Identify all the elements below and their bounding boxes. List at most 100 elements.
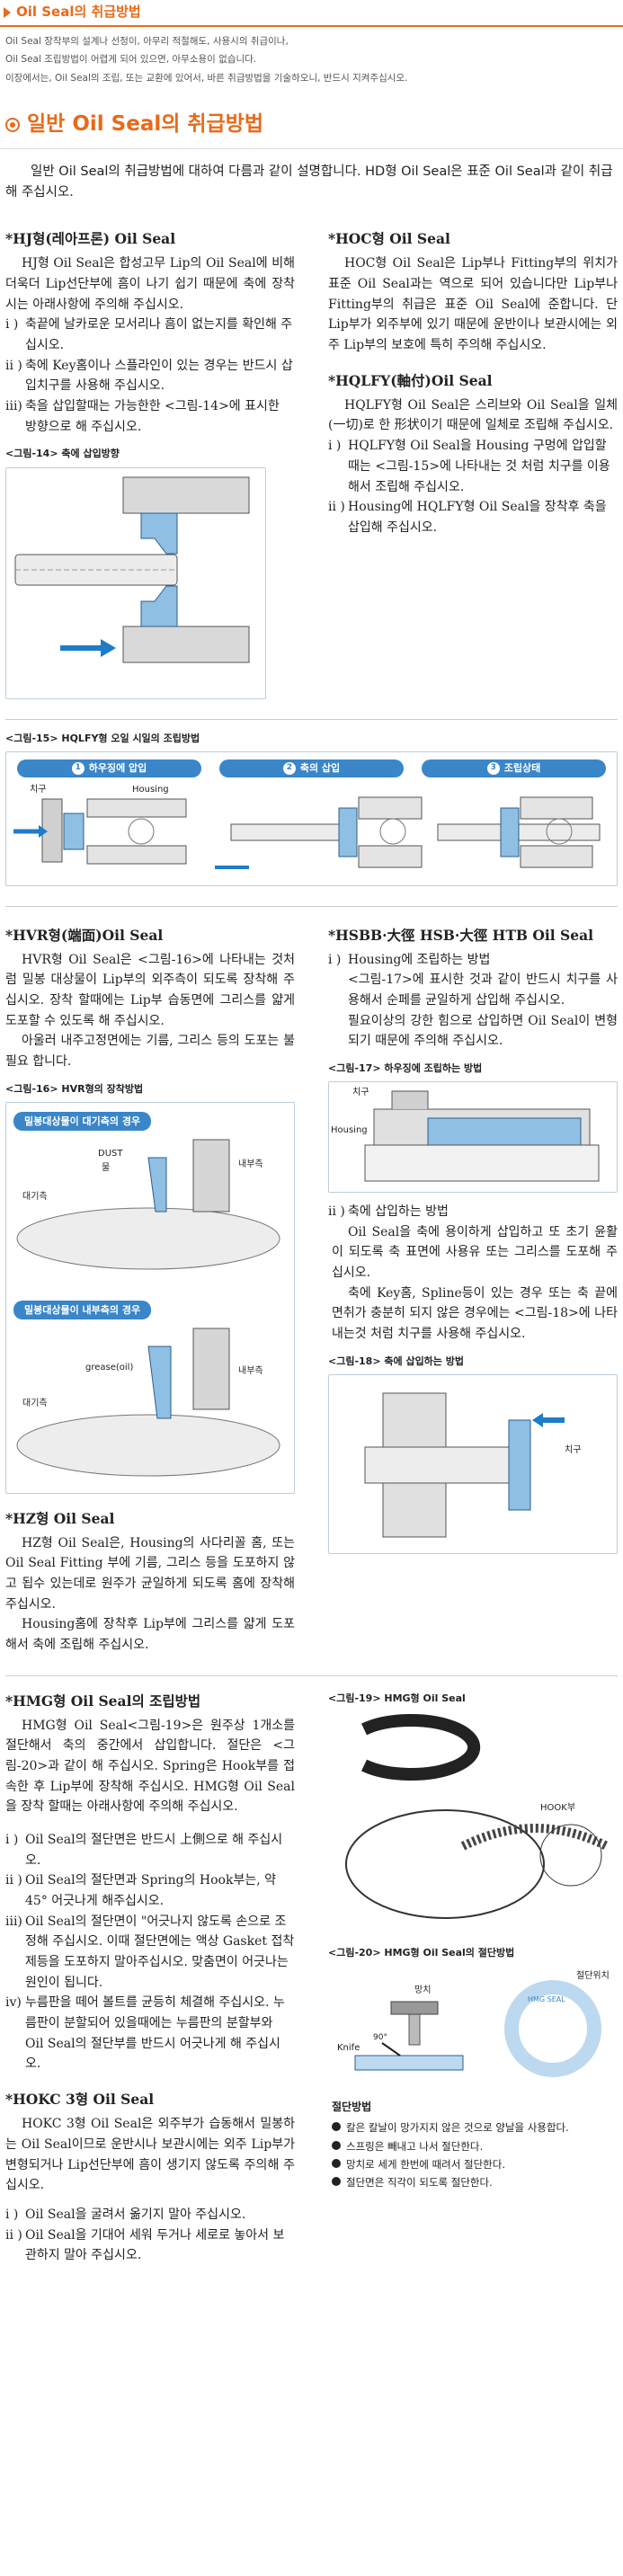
header-line: Oil Seal 장착부의 설계나 선정이, 아무리 적절해도, 사용시의 취급… [5, 36, 289, 47]
label-housing: Housing [331, 1125, 368, 1135]
list-item: iii)축을 삽입할때는 가능한한 <그림-14>에 표시한 방향으로 해 주십… [5, 399, 280, 434]
label-water: 물 [102, 1162, 110, 1173]
method-item: 망치로 세게 한번에 때려서 절단한다. [332, 2155, 618, 2173]
right-column: *HOC형 Oil Seal HOC형 Oil Seal은 Lip부나 Fitt… [328, 214, 618, 698]
figure-17-caption: <그림-17> 하우징에 조립하는 방법 [328, 1061, 483, 1074]
figure-18-drawing: 치구 [364, 1392, 581, 1538]
hsbb-item-2: ii )축에 삽입하는 방법 [328, 1204, 449, 1219]
method-item: 스프링은 빼내고 나서 절단한다. [332, 2137, 618, 2155]
list-item: i )Oil Seal의 절단면은 반드시 上側으로 해 주십시오. [5, 1833, 283, 1868]
section-body-hvr: HVR형 Oil Seal은 <그림-16>에 나타내는 것처럼 밀봉 대상물이… [5, 952, 295, 1028]
label-inside: 내부측 [238, 1365, 263, 1376]
list-item: ii )Oil Seal을 기대어 세워 두거나 세로로 놓아서 보관하지 말아… [5, 2227, 285, 2263]
figure-15-drawing: 치구 Housing [13, 784, 601, 869]
list-item: i )HQLFY형 Oil Seal을 Housing 구멍에 압입할때는 <그… [328, 439, 610, 494]
section-body-hokc: HOKC 3형 Oil Seal은 외주부가 습동해서 밀봉하는 Oil Sea… [5, 2117, 295, 2193]
section-title-hsbb: *HSBB·大徑 HSB·大徑 HTB Oil Seal [328, 926, 594, 944]
figure-14-insertion-direction [5, 466, 266, 699]
label-atmos: 대기측 [22, 1398, 48, 1408]
hsbb-item-1: i )Housing에 조립하는 방법 [328, 952, 491, 967]
figure-15-caption: <그림-15> HQLFY형 오일 시일의 조립방법 [5, 732, 200, 744]
circle-bullet-icon [5, 118, 20, 133]
section-body-hvr-2: 아울러 내주고정면에는 기름, 그리스 등의 도포는 불필요 합니다. [5, 1034, 295, 1069]
method-item: 칼은 칼날이 망가지지 않은 것으로 양날을 사용합다. [332, 2119, 618, 2136]
list-item: ii )Oil Seal의 절단면과 Spring의 Hook부는, 약45° … [5, 1873, 277, 1909]
figure-19-panel: HOOK부 [328, 1711, 618, 1927]
hqlfy-list: i )HQLFY형 Oil Seal을 Housing 구멍에 압입할때는 <그… [328, 436, 618, 537]
figure-17-panel: 치구 Housing [328, 1081, 618, 1193]
method-list: 칼은 칼날이 망가지지 않은 것으로 양날을 사용합다. 스프링은 빼내고 나서… [328, 2119, 618, 2191]
label-inside: 내부측 [238, 1159, 263, 1169]
figure-18-panel: 치구 [328, 1373, 618, 1554]
method-title: 절단방법 [332, 2100, 372, 2113]
arrow-icon [4, 7, 11, 18]
main-title: 일반 Oil Seal의 취급방법 [0, 103, 623, 150]
section-title-hj: *HJ형(레아프론) Oil Seal [5, 230, 176, 248]
figure-20-caption: <그림-20> HMG형 Oil Seal의 절단방법 [328, 1946, 515, 1959]
left-column: *HMG형 Oil Seal의 조립방법 HMG형 Oil Seal<그림-19… [5, 1676, 295, 2266]
figure-16-lower-drawing: grease(oil) 내부측 대기측 [16, 1328, 280, 1477]
list-item: i )Oil Seal을 굴려서 옮기지 말아 주십시오. [5, 2207, 246, 2222]
intro-paragraph: 일반 Oil Seal의 취급방법에 대하여 다름과 같이 설명합니다. HD형… [5, 164, 613, 200]
block-3: *HMG형 Oil Seal의 조립방법 HMG형 Oil Seal<그림-19… [0, 1676, 623, 2266]
hokc-list: i )Oil Seal을 굴려서 옮기지 말아 주십시오. ii )Oil Se… [5, 2205, 295, 2266]
label-housing: Housing [132, 785, 169, 795]
hsbb-item-2-body: Oil Seal을 축에 용이하게 삽입하고 또 초기 윤활이 되도록 축 표면… [332, 1224, 618, 1281]
case-label: 밀봉대상물이 대기측의 경우 [13, 1111, 152, 1131]
label-grease: grease(oil) [85, 1363, 133, 1372]
figure-16-upper-drawing: DUST 물 내부측 대기측 [16, 1139, 280, 1270]
list-item: ii )축에 Key홈이나 스플라인이 있는 경우는 반드시 삽입치구를 사용해… [5, 358, 293, 394]
case-label: 밀봉대상물이 내부측의 경우 [13, 1301, 152, 1320]
header-bar: Oil Seal의 취급방법 [0, 0, 623, 27]
section-title-hqlfy: *HQLFY(軸付)Oil Seal [328, 371, 493, 389]
list-item: iii)Oil Seal의 절단면이 "어긋나지 않도록 손으로 조정해 주십시… [5, 1914, 295, 1990]
section-body-hmg: HMG형 Oil Seal<그림-19>은 원주상 1개소를 절단해서 축의 중… [5, 1718, 295, 1815]
divider [5, 1674, 618, 1676]
figure-16-panel: 밀봉대상물이 대기측의 경우 DUST 물 내부측 대기측 밀봉대상물이 내부측… [5, 1101, 295, 1494]
right-column: <그림-19> HMG형 Oil Seal HOOK부 <그림-20> HMG형… [328, 1676, 618, 2266]
section-title-hokc: *HOKC 3형 Oil Seal [5, 2091, 155, 2109]
list-item: i )축끝에 날카로운 모서리나 흠이 없는지를 확인해 주십시오. [5, 317, 293, 353]
hsbb-item-1-body-2: 필요이상의 강한 힘으로 삽입하면 Oil Seal이 변형되기 때문에 주의해… [348, 1013, 618, 1049]
label-hammer: 망치 [414, 1985, 431, 1995]
list-item: iv)누름판을 떼어 볼트를 균등히 체결해 주십시오. 누름판이 분할되어 있… [5, 1995, 285, 2072]
header-line: 이장에서는, Oil Seal의 조립, 또는 교환에 있어서, 바른 취급방법… [5, 72, 408, 84]
hmg-list: i )Oil Seal의 절단면은 반드시 上側으로 해 주십시오. ii )O… [5, 1830, 295, 2074]
label-jig: 치구 [30, 784, 46, 795]
hsbb-item-1-body: <그림-17>에 표시한 것과 같이 반드시 치구를 사용해서 순페를 균일하게… [348, 973, 618, 1008]
figure-20-drawing: HMG SEAL 절단위치 망치 Knife 90° [337, 1969, 610, 2077]
figure-14-caption: <그림-14> 축에 삽입방향 [5, 448, 120, 460]
block-2: *HVR형(端面)Oil Seal HVR형 Oil Seal은 <그림-16>… [0, 910, 623, 1656]
label-jig: 치구 [352, 1087, 369, 1097]
header-line: Oil Seal 조립방법이 어렵게 되어 있으면, 아무소용이 없습니다. [5, 54, 257, 66]
section-title-hoc: *HOC형 Oil Seal [328, 230, 450, 248]
list-item: ii )Housing에 HQLFY형 Oil Seal을 장착후 축을 삽입해… [328, 500, 607, 535]
label-dust: DUST [98, 1149, 123, 1159]
label-cut: 절단위치 [576, 1969, 610, 1981]
section-body-hz: HZ형 Oil Seal은, Housing의 사다리꼴 홈, 또는 Oil S… [5, 1535, 295, 1612]
figure-16-caption: <그림-16> HVR형의 장착방법 [5, 1082, 144, 1095]
divider [5, 905, 618, 907]
hsbb-item-2-body-2: 축에 Key홈, Spline등이 있는 경우 또는 축 끝에 면취가 충분히 … [332, 1285, 618, 1342]
divider [5, 718, 618, 720]
block-1: *HJ형(레아프론) Oil Seal HJ형 Oil Seal은 합성고무 L… [0, 214, 623, 699]
section-body-hqlfy: HQLFY형 Oil Seal은 스리브와 Oil Seal을 일체(一切)로 … [328, 397, 618, 433]
method-item: 절단면은 직각이 되도록 절단한다. [332, 2173, 618, 2191]
label-ring: HMG SEAL [528, 1995, 565, 2003]
right-column: *HSBB·大徑 HSB·大徑 HTB Oil Seal i )Housing에… [328, 910, 618, 1656]
section-title-hz: *HZ형 Oil Seal [5, 1509, 115, 1527]
header-description: Oil Seal 장착부의 설계나 선정이, 아무리 적절해도, 사용시의 취급… [0, 32, 623, 103]
section-body-hj: HJ형 Oil Seal은 합성고무 Lip의 Oil Seal에 비해 더욱더… [5, 256, 295, 312]
header-title: Oil Seal의 취급방법 [16, 4, 141, 21]
figure-19-drawing: HOOK부 [345, 1713, 610, 1919]
section-title-hvr: *HVR형(端面)Oil Seal [5, 926, 164, 944]
section-title-hmg: *HMG형 Oil Seal의 조립방법 [5, 1692, 201, 1710]
left-column: *HVR형(端面)Oil Seal HVR형 Oil Seal은 <그림-16>… [5, 910, 295, 1656]
